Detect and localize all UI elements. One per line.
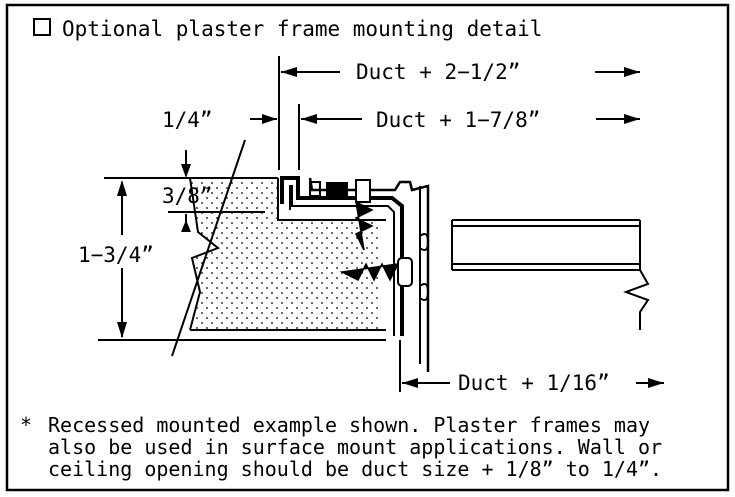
duct-section: [451, 219, 650, 330]
label-duct-plus-2-1-2: Duct + 2−1/2”: [356, 60, 520, 84]
dimension-duct-plus-1-16: Duct + 1/16”: [399, 340, 664, 395]
screw-vertical: [354, 179, 374, 251]
footnote-line-1: Recessed mounted example shown. Plaster …: [48, 413, 650, 437]
label-one-three-quarters: 1−3/4”: [78, 243, 154, 267]
plaster-wall: [171, 139, 386, 357]
footnote-asterisk: *: [20, 413, 32, 437]
title-checkbox-icon: [33, 18, 51, 36]
dimension-duct-plus-2-1-2: Duct + 2−1/2”: [278, 56, 640, 170]
footnote: * Recessed mounted example shown. Plaste…: [20, 413, 662, 481]
drawing-border: [5, 3, 730, 492]
footnote-line-3: ceiling opening should be duct size + 1/…: [48, 457, 662, 481]
screw-horizontal: [339, 257, 413, 287]
drawing-title: Optional plaster frame mounting detail: [62, 17, 542, 41]
dimension-duct-plus-1-7-8: Duct + 1−7/8”: [301, 108, 640, 132]
footnote-line-2: also be used in surface mount applicatio…: [48, 435, 662, 459]
label-quarter-inch: 1/4”: [162, 108, 213, 132]
label-duct-plus-1-7-8: Duct + 1−7/8”: [376, 108, 540, 132]
dimension-quarter-inch: 1/4”: [162, 104, 300, 170]
plaster-frame: [280, 176, 430, 372]
label-duct-plus-1-16: Duct + 1/16”: [458, 371, 610, 395]
